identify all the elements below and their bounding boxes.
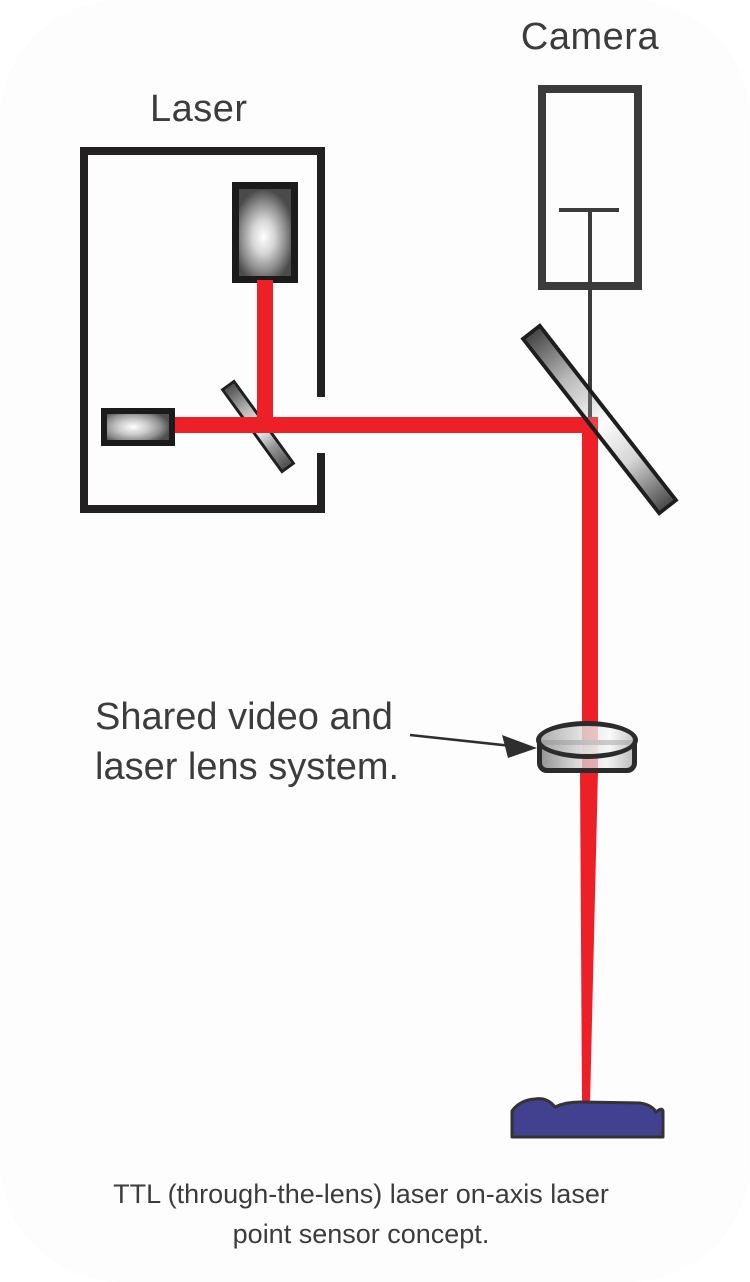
detector-module (101, 408, 175, 446)
shared-lens-top-ellipse (536, 721, 638, 759)
camera-label: Camera (520, 16, 660, 58)
beam-focused-taper (580, 770, 598, 1104)
camera-optical-axis-line (588, 211, 592, 425)
laser-housing-wall-upper (317, 147, 325, 397)
lens-annotation: Shared video and laser lens system. (95, 692, 399, 792)
beam-vertical (582, 417, 598, 775)
annotation-arrow-head (502, 735, 537, 758)
beam-laser-down (257, 280, 273, 425)
figure-caption-line1: TTL (through-the-lens) laser on-axis las… (113, 1179, 609, 1209)
figure-caption-line2: point sensor concept. (232, 1219, 490, 1249)
camera-sensor-mark (559, 208, 619, 212)
lens-annotation-line1: Shared video and (95, 696, 393, 738)
beam-horizontal (175, 417, 598, 433)
annotation-arrow (409, 733, 537, 758)
laser-head (232, 182, 298, 283)
lens-annotation-line2: laser lens system. (95, 746, 400, 788)
laser-housing-outline (80, 147, 325, 513)
laser-housing-wall-lower (317, 453, 325, 513)
laser-label: Laser (150, 88, 248, 130)
target-surface (510, 1097, 665, 1139)
figure-caption: TTL (through-the-lens) laser on-axis las… (0, 1174, 722, 1254)
annotation-arrow-line (409, 733, 513, 748)
